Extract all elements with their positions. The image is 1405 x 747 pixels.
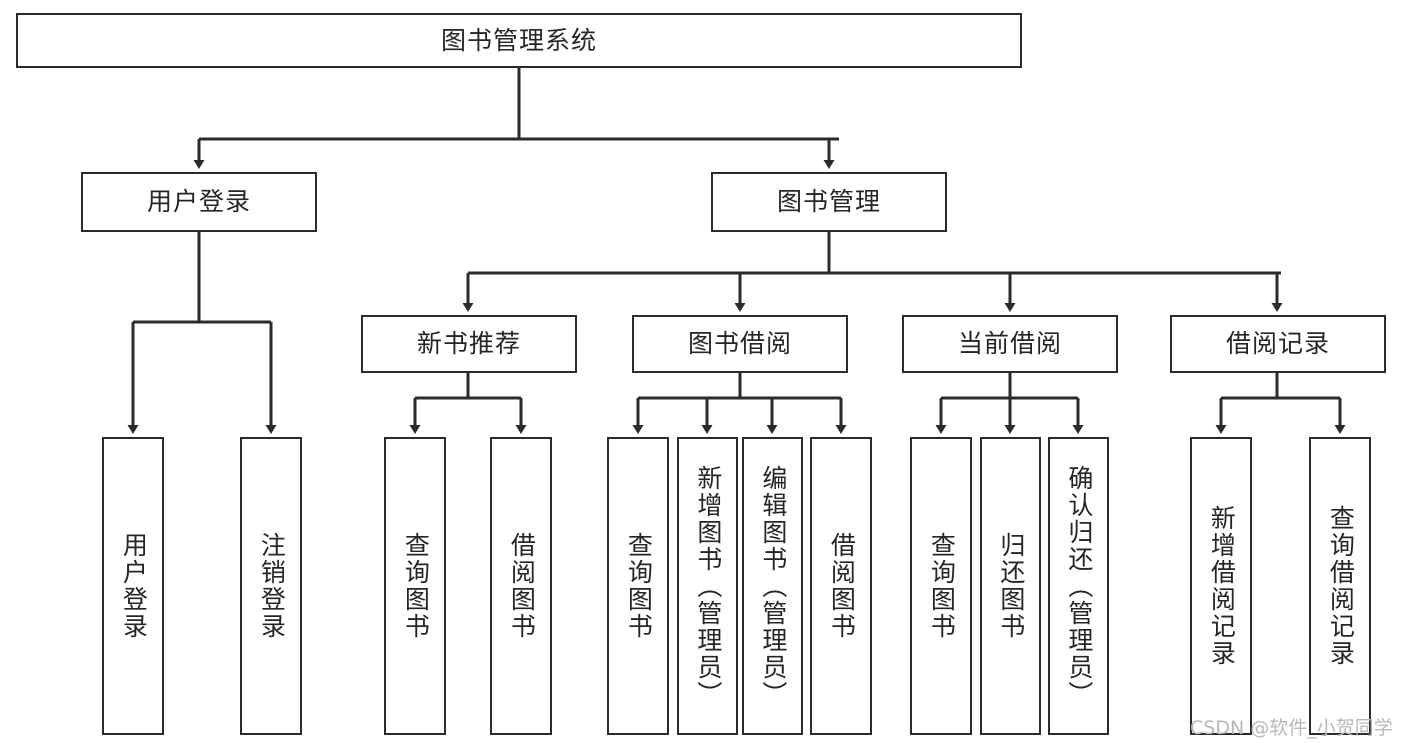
node-leaf-return-book-label: 归还图书: [996, 532, 1026, 640]
node-book-borrow[interactable]: 图书借阅: [632, 315, 848, 373]
node-book-manage-label: 图书管理: [776, 187, 881, 216]
node-leaf-user-login[interactable]: 用户登录: [102, 437, 164, 735]
node-leaf-query-book-2[interactable]: 查询图书: [607, 437, 669, 735]
node-borrow-record[interactable]: 借阅记录: [1170, 315, 1386, 373]
node-leaf-add-book-label: 新增图书（管理员）: [693, 464, 723, 708]
node-current-borrow[interactable]: 当前借阅: [902, 315, 1118, 373]
node-current-borrow-label: 当前借阅: [957, 329, 1062, 358]
node-leaf-query-book-3[interactable]: 查询图书: [910, 437, 972, 735]
node-leaf-query-book-3-label: 查询图书: [927, 532, 957, 640]
node-root[interactable]: 图书管理系统: [16, 13, 1022, 68]
node-leaf-confirm-return-label: 确认归还（管理员）: [1064, 464, 1094, 708]
node-leaf-return-book[interactable]: 归还图书: [980, 437, 1041, 735]
node-leaf-add-record[interactable]: 新增借阅记录: [1190, 437, 1252, 735]
node-book-manage[interactable]: 图书管理: [711, 172, 947, 232]
node-root-label: 图书管理系统: [440, 25, 597, 55]
node-leaf-edit-book-label: 编辑图书（管理员）: [758, 464, 788, 708]
node-leaf-query-record-label: 查询借阅记录: [1326, 505, 1356, 667]
node-user-login-label: 用户登录: [146, 187, 251, 216]
node-user-login[interactable]: 用户登录: [81, 172, 317, 232]
csdn-watermark: CSDN @软件_小贺同学: [1190, 717, 1393, 739]
node-new-book-recommend[interactable]: 新书推荐: [361, 315, 577, 373]
node-borrow-record-label: 借阅记录: [1225, 329, 1330, 358]
node-leaf-user-login-label: 用户登录: [119, 532, 149, 640]
node-leaf-query-book-1-label: 查询图书: [401, 532, 431, 640]
node-leaf-query-book-2-label: 查询图书: [624, 532, 654, 640]
node-leaf-borrow-book-2[interactable]: 借阅图书: [810, 437, 872, 735]
node-leaf-query-book-1[interactable]: 查询图书: [384, 437, 446, 735]
node-leaf-logout[interactable]: 注销登录: [240, 437, 302, 735]
node-leaf-add-record-label: 新增借阅记录: [1207, 505, 1237, 667]
node-leaf-borrow-book-1[interactable]: 借阅图书: [490, 437, 552, 735]
node-leaf-borrow-book-2-label: 借阅图书: [827, 532, 857, 640]
node-new-book-recommend-label: 新书推荐: [416, 329, 521, 358]
node-leaf-confirm-return[interactable]: 确认归还（管理员）: [1048, 437, 1109, 735]
node-leaf-borrow-book-1-label: 借阅图书: [507, 532, 537, 640]
node-leaf-logout-label: 注销登录: [257, 532, 287, 640]
node-book-borrow-label: 图书借阅: [687, 329, 792, 358]
node-leaf-query-record[interactable]: 查询借阅记录: [1309, 437, 1371, 735]
node-leaf-add-book[interactable]: 新增图书（管理员）: [677, 437, 738, 735]
node-leaf-edit-book[interactable]: 编辑图书（管理员）: [742, 437, 803, 735]
